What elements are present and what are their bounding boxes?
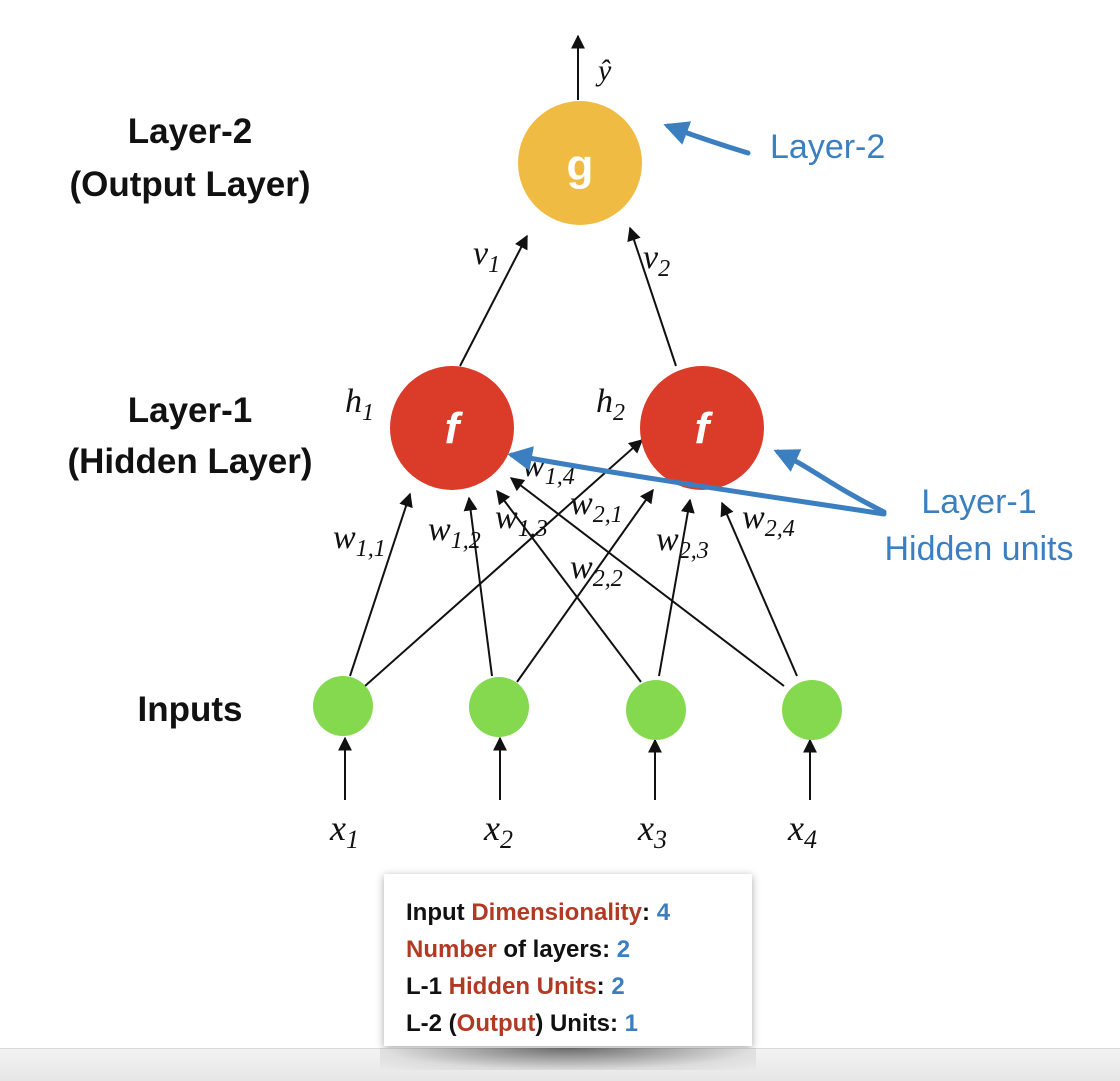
info-line-number-of-layers: Number of layers: 2 [406,936,631,963]
h1-label: h1 [345,383,374,426]
hidden-node-h2 [640,366,764,490]
x1-label: x1 [329,808,359,854]
v1-label: v1 [473,235,500,278]
edge-x1-h2 [364,439,644,687]
x4-label: x4 [787,808,817,854]
edge-h1-g [459,234,528,367]
info-box: Input Dimensionality: 4 Number of layers… [384,874,752,1046]
layer2-annotation: Layer-2 [770,128,885,166]
w24-label: w2,4 [742,499,795,542]
edge-x2-h2 [516,488,654,683]
layer1-annotation-line2: Hidden units [884,530,1073,568]
w23-label: w2,3 [656,521,709,564]
h2-label: h2 [596,383,625,426]
info-box-shadow [380,1048,756,1070]
input-node-4 [782,680,842,740]
hidden-node-2-label: f [695,404,714,453]
info-line-input-dimensionality: Input Dimensionality: 4 [406,899,671,926]
layer1-annotation-arrow-left [507,446,887,517]
input-node-2 [469,677,529,737]
w12-label: w1,2 [428,511,481,554]
edge-x4-h1 [509,477,785,687]
input-node-3 [626,680,686,740]
edge-h2-g [627,226,677,367]
edge-x4-h2 [720,501,798,677]
x2-label: x2 [483,808,513,854]
info-line-output-units: L-2 (Output) Units: 1 [406,1010,638,1037]
w22-label: w2,2 [570,549,623,592]
y-hat-label: ŷ [595,54,612,87]
info-line-hidden-units: L-1 Hidden Units: 2 [406,973,625,1000]
layer2-title: Layer-2 [128,112,253,151]
output-node-g [518,101,642,225]
layer2-subtitle: (Output Layer) [69,165,310,204]
edge-x1-h1 [349,492,413,677]
w21-label: w2,1 [570,485,623,528]
edge-x2-h1 [463,496,493,677]
w11-label: w1,1 [333,519,386,562]
edge-x3-h1 [496,489,642,683]
x3-label: x3 [637,808,667,854]
w14-label: w1,4 [522,447,575,490]
layer2-annotation-arrow [663,121,751,156]
inputs-label: Inputs [138,690,243,729]
layer1-annotation-line1: Layer-1 [921,483,1036,521]
edge-x3-h2 [658,498,695,677]
layer1-annotation-arrow-right [773,449,887,515]
hidden-node-1-label: f [445,404,464,453]
w13-label: w1,3 [495,499,548,542]
hidden-node-h1 [390,366,514,490]
v2-label: v2 [643,239,670,282]
output-node-label: g [567,141,594,190]
input-node-1 [313,676,373,736]
layer1-subtitle: (Hidden Layer) [67,442,312,481]
layer1-title: Layer-1 [128,391,253,430]
